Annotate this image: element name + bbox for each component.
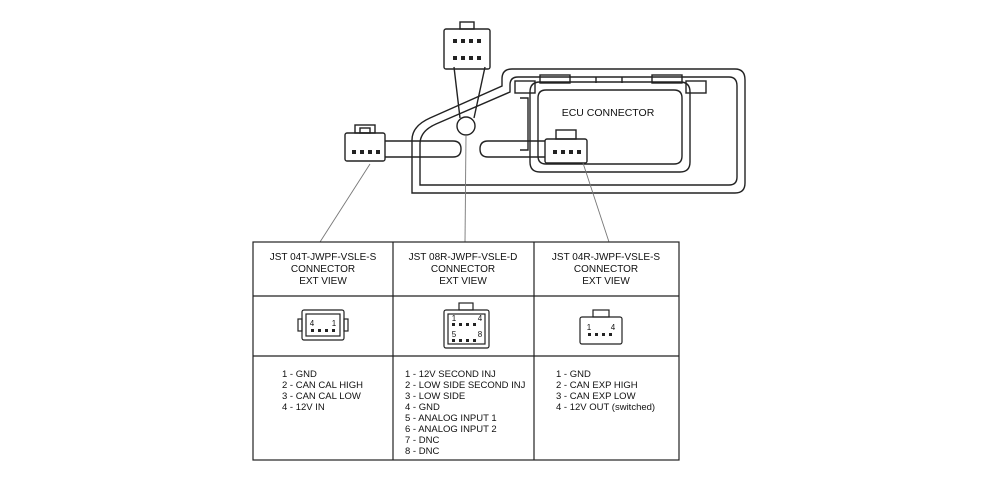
harness-housing-outer [411,68,746,194]
pin-entry: 3 - CAN CAL LOW [282,391,361,402]
pin-entry: 4 - 12V IN [282,402,325,413]
pin-entry: 2 - CAN EXP HIGH [556,380,638,391]
ecu-connector-label: ECU CONNECTOR [562,107,655,119]
pin-marker: 8 [478,330,483,339]
pin-entry: 2 - CAN CAL HIGH [282,380,363,391]
header-type: CONNECTOR [291,264,355,275]
ecu-connector-inner [537,89,683,165]
connector-icon-c2: 1 4 5 8 [443,302,490,349]
pin-list-c1: 1 - GND 2 - CAN CAL HIGH 3 - CAN CAL LOW… [282,369,363,413]
pin-marker: 1 [452,314,457,323]
connector-header-c2: JST 08R-JWPF-VSLE-D CONNECTOR EXT VIEW [409,252,518,287]
pin-marker: 4 [611,323,616,332]
ecu-connector-body [529,81,691,173]
connector-header-c1: JST 04T-JWPF-VSLE-S CONNECTOR EXT VIEW [270,252,377,287]
pin-entry: 1 - 12V SECOND INJ [405,369,496,380]
cable-top [453,66,486,119]
pin-marker: 1 [587,323,592,332]
pin-entry: 2 - LOW SIDE SECOND INJ [405,380,526,391]
cable-right [479,140,545,158]
pin-entry: 6 - ANALOG INPUT 2 [405,424,497,435]
header-part-number: JST 04R-JWPF-VSLE-S [552,252,660,263]
pin-entry: 4 - GND [405,402,440,413]
harness-connector-left [344,124,386,162]
pin-marker: 1 [332,319,337,328]
connector-icon-c1: 4 1 [297,309,349,341]
pin-marker: 4 [310,319,315,328]
connector-header-c3: JST 04R-JWPF-VSLE-S CONNECTOR EXT VIEW [552,252,660,287]
header-part-number: JST 04T-JWPF-VSLE-S [270,252,377,263]
header-part-number: JST 08R-JWPF-VSLE-D [409,252,518,263]
harness-connector-8pin [443,21,491,70]
pin-entry: 3 - LOW SIDE [405,391,465,402]
pin-entry: 4 - 12V OUT (switched) [556,402,655,413]
pin-list-c2: 1 - 12V SECOND INJ 2 - LOW SIDE SECOND I… [405,369,526,457]
pin-entry: 1 - GND [556,369,591,380]
harness-connector-right [544,129,588,164]
header-view: EXT VIEW [299,276,347,287]
connector-table [252,241,680,461]
leader-lines [319,134,610,243]
pin-entry: 3 - CAN EXP LOW [556,391,636,402]
pin-entry: 1 - GND [282,369,317,380]
header-view: EXT VIEW [582,276,630,287]
harness-assembly [344,21,746,194]
cable-left [385,140,462,158]
pin-entry: 8 - DNC [405,446,439,457]
pin-entry: 5 - ANALOG INPUT 1 [405,413,497,424]
pin-entry: 7 - DNC [405,435,439,446]
harness-housing-inner [419,76,738,186]
header-view: EXT VIEW [439,276,487,287]
pin-marker: 5 [452,330,457,339]
header-type: CONNECTOR [431,264,495,275]
pin-list-c3: 1 - GND 2 - CAN EXP HIGH 3 - CAN EXP LOW… [556,369,655,413]
connector-icon-c3: 1 4 [579,309,623,345]
header-type: CONNECTOR [574,264,638,275]
pin-marker: 4 [478,314,483,323]
